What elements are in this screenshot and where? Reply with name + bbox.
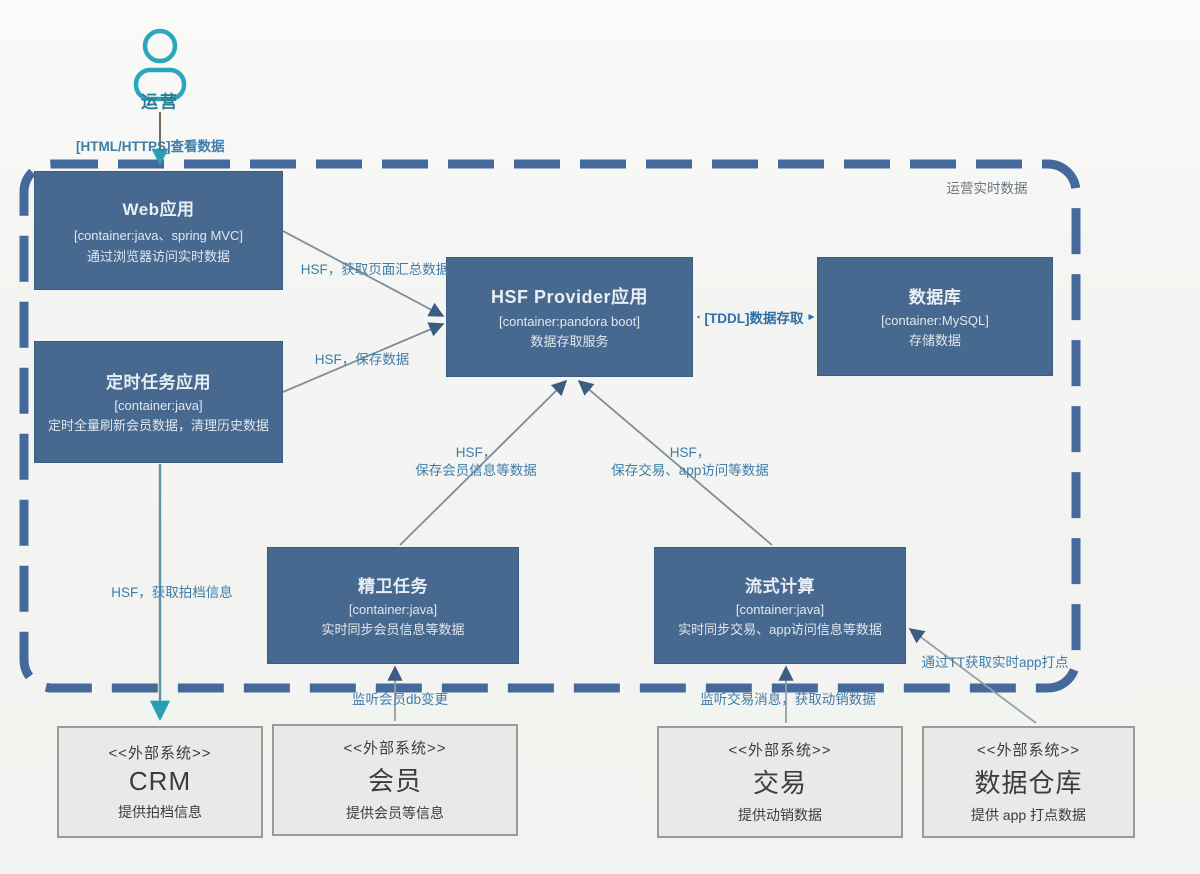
container-jingwei-task: 精卫任务 [container:java] 实时同步会员信息等数据	[268, 548, 518, 663]
container-desc: 存储数据	[908, 332, 961, 348]
container-tag: [container:java、spring MVC]	[73, 227, 244, 243]
external-name: CRM	[128, 766, 192, 796]
edge-label-jingwei-hsf: HSF， 保存会员信息等数据	[366, 444, 586, 480]
actor-label: 运营	[141, 92, 179, 112]
edge-warehouse-stream	[908, 628, 1037, 724]
container-title: 定时任务应用	[106, 373, 211, 393]
edge-label-line: HSF，	[669, 445, 711, 460]
edge-label-trade-stream: 监听交易消息，获取动销数据	[700, 692, 876, 707]
container-tag: [container:java]	[735, 601, 825, 617]
container-desc: 实时同步交易、app访问信息等数据	[678, 621, 882, 637]
container-desc: 数据存取服务	[530, 333, 609, 349]
external-name: 会员	[367, 766, 422, 796]
external-system-data-warehouse: <<外部系统>> 数据仓库 提供 app 打点数据	[922, 726, 1135, 838]
stereotype-label: <<外部系统>>	[728, 742, 832, 759]
external-system-member: <<外部系统>> 会员 提供会员等信息	[272, 724, 518, 836]
container-stream-computing: 流式计算 [container:java] 实时同步交易、app访问信息等数据	[655, 548, 905, 663]
container-title: 精卫任务	[358, 576, 428, 596]
external-desc: 提供拍档信息	[118, 804, 202, 820]
container-desc: 通过浏览器访问实时数据	[86, 248, 230, 264]
edge-label-timer-crm: HSF，获取拍档信息	[111, 585, 233, 600]
external-name: 交易	[752, 768, 807, 798]
container-tag: [container:pandora boot]	[499, 313, 640, 329]
external-system-trade: <<外部系统>> 交易 提供动销数据	[657, 726, 903, 838]
external-desc: 提供会员等信息	[346, 805, 444, 821]
container-title: 数据库	[908, 287, 962, 307]
edge-label-line: HSF，	[455, 445, 497, 460]
container-hsf-provider: HSF Provider应用 [container:pandora boot] …	[447, 258, 692, 376]
edge-label-hsf-db: [TDDL]数据存取	[699, 307, 809, 327]
edge-label-line: 保存会员信息等数据	[415, 463, 537, 478]
container-title: HSF Provider应用	[490, 286, 649, 307]
container-desc: 实时同步会员信息等数据	[321, 621, 465, 637]
container-tag: [container:MySQL]	[881, 312, 989, 328]
container-web-app: Web应用 [container:java、spring MVC] 通过浏览器访…	[35, 172, 282, 289]
edge-label-stream-hsf: HSF， 保存交易、app访问等数据	[580, 444, 800, 480]
external-system-crm: <<外部系统>> CRM 提供拍档信息	[57, 726, 263, 838]
container-database: 数据库 [container:MySQL] 存储数据	[818, 258, 1052, 375]
external-desc: 提供动销数据	[738, 807, 822, 823]
container-title: Web应用	[122, 199, 195, 219]
container-tag: [container:java]	[114, 398, 203, 414]
edge-label-user-web: [HTML/HTTPS]查看数据	[76, 139, 225, 154]
edge-label-web-hsf: HSF，获取页面汇总数据	[300, 262, 450, 277]
stereotype-label: <<外部系统>>	[976, 742, 1081, 759]
container-title: 流式计算	[745, 576, 815, 596]
container-tag: [container:java]	[348, 601, 438, 617]
edge-label-timer-hsf: HSF，保存数据	[314, 352, 410, 367]
container-desc: 定时全量刷新会员数据，清理历史数据	[47, 418, 269, 434]
edge-label-warehouse-stream: 通过TT获取实时app打点	[921, 655, 1069, 670]
boundary-label: 运营实时数据	[946, 181, 1028, 196]
edge-label-member-jingwei: 监听会员db变更	[351, 692, 449, 707]
external-desc: 提供 app 打点数据	[970, 807, 1087, 823]
edge-label-line: 保存交易、app访问等数据	[611, 463, 769, 478]
stereotype-label: <<外部系统>>	[343, 740, 447, 757]
stereotype-label: <<外部系统>>	[108, 745, 212, 762]
container-timer-app: 定时任务应用 [container:java] 定时全量刷新会员数据，清理历史数…	[35, 342, 282, 462]
external-name: 数据仓库	[974, 768, 1083, 798]
